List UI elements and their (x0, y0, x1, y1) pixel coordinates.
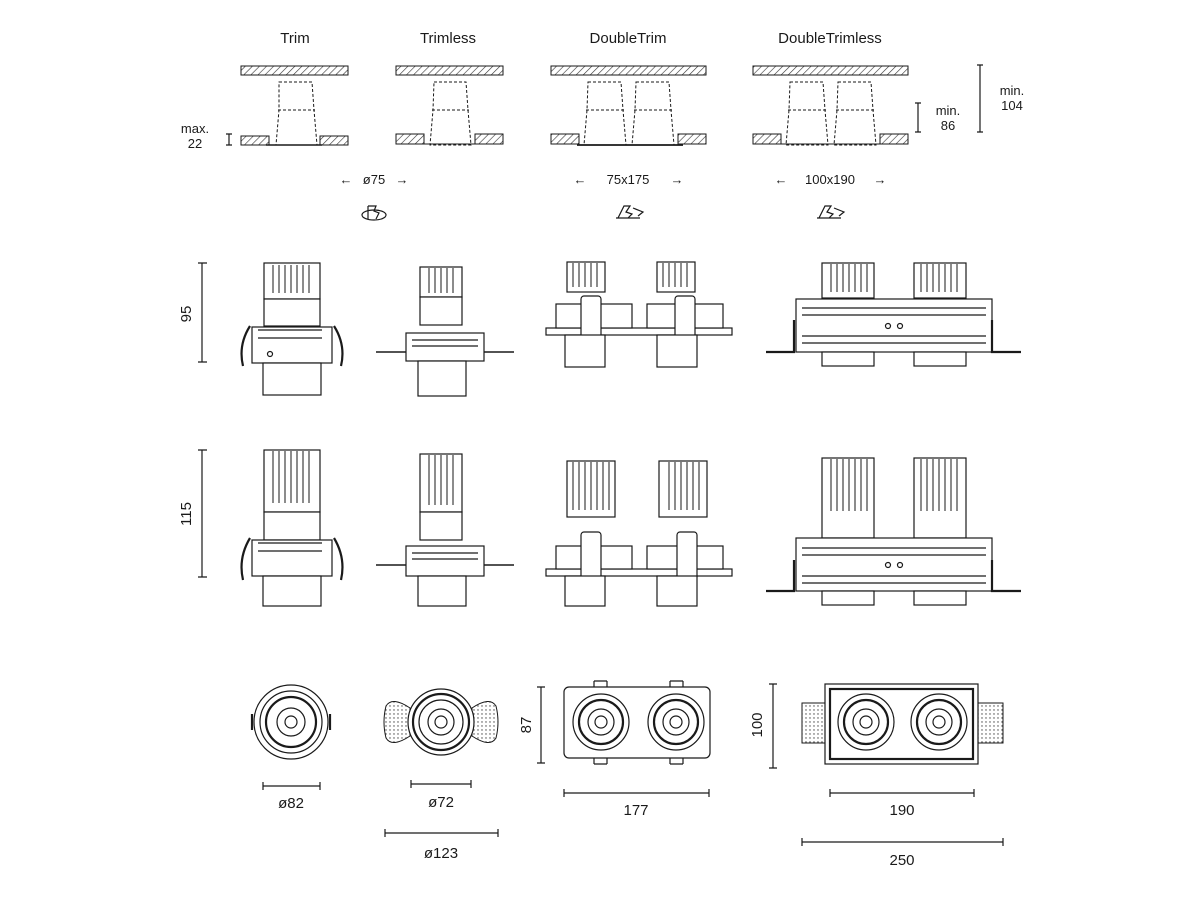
header-trimless: Trimless (420, 30, 476, 47)
svg-text:190: 190 (889, 802, 914, 819)
section-trimless (395, 65, 504, 146)
svg-text:104: 104 (1001, 98, 1023, 113)
svg-text:←: ← (775, 172, 788, 187)
cutout-round: ← ø75 → (340, 172, 409, 187)
dimension-trimless-outer: ø123 (384, 829, 499, 862)
min-depth-dimension-104: min. 104 (977, 64, 1025, 133)
svg-text:→: → (874, 172, 887, 187)
svg-text:22: 22 (188, 136, 202, 151)
header-trim: Trim (280, 30, 309, 47)
dimension-trim-diameter: ø82 (262, 782, 321, 812)
svg-text:87: 87 (518, 717, 535, 734)
luminaire-side-trimless-115 (376, 453, 514, 607)
header-double-trimless: DoubleTrimless (778, 30, 882, 47)
svg-text:177: 177 (623, 802, 648, 819)
tilt-icon (616, 205, 645, 219)
plan-trim (250, 684, 332, 760)
svg-text:95: 95 (178, 306, 195, 323)
svg-text:86: 86 (941, 118, 955, 133)
luminaire-side-double-trimless-95 (766, 262, 1021, 367)
height-dimension-115: 115 (178, 449, 207, 578)
dimension-trimless-inner: ø72 (410, 780, 472, 811)
svg-text:←: ← (340, 172, 353, 187)
plan-double-trim (563, 680, 711, 765)
svg-text:100x190: 100x190 (805, 172, 855, 187)
section-trim (240, 65, 349, 146)
luminaire-side-double-trim-95 (545, 261, 733, 368)
svg-text:100: 100 (749, 712, 766, 737)
cutout-double-trim: ← 75x175 → (574, 172, 684, 187)
svg-text:115: 115 (178, 502, 195, 526)
svg-text:ø72: ø72 (428, 794, 454, 811)
luminaire-side-double-trimless-115 (766, 457, 1021, 606)
svg-text:min.: min. (936, 103, 961, 118)
svg-text:min.: min. (1000, 83, 1025, 98)
svg-text:→: → (671, 172, 684, 187)
svg-text:75x175: 75x175 (607, 172, 650, 187)
min-depth-dimension-86: min. 86 (915, 102, 961, 133)
section-double-trim (550, 65, 707, 146)
svg-text:max.: max. (181, 121, 209, 136)
svg-text:ø123: ø123 (424, 845, 458, 862)
dimension-double-trim-width: 177 (563, 789, 710, 819)
svg-text:→: → (396, 172, 409, 187)
dimension-double-trimless-height: 100 (749, 683, 777, 769)
luminaire-side-trimless-95 (376, 266, 514, 397)
svg-text:ø82: ø82 (278, 795, 304, 812)
luminaire-side-trim-115 (240, 449, 344, 607)
svg-text:ø75: ø75 (363, 172, 385, 187)
max-thickness-dimension: max. 22 (181, 121, 232, 151)
rotate-tilt-icon (361, 205, 387, 221)
dimension-double-trimless-inner-width: 190 (829, 789, 975, 819)
cutout-double-trimless: ← 100x190 → (775, 172, 887, 187)
header-double-trim: DoubleTrim (590, 30, 667, 47)
height-dimension-95: 95 (178, 262, 207, 363)
tilt-icon (817, 205, 846, 219)
dimension-double-trimless-outer-width: 250 (801, 838, 1004, 869)
dimension-double-trim-height: 87 (518, 686, 545, 764)
plan-double-trimless (801, 683, 1004, 765)
svg-text:←: ← (574, 172, 587, 187)
section-double-trimless (752, 65, 909, 146)
luminaire-side-double-trim-115 (545, 460, 733, 607)
svg-text:250: 250 (889, 852, 914, 869)
plan-trimless (383, 688, 499, 756)
luminaire-side-trim-95 (240, 262, 344, 396)
